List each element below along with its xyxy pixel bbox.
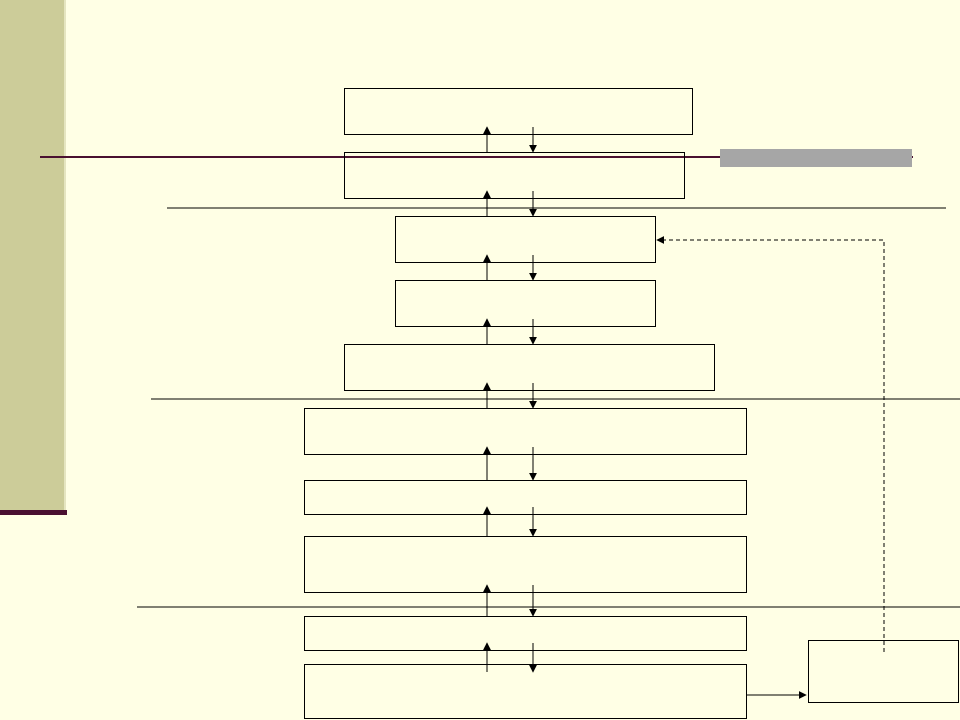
box-7 <box>304 480 747 515</box>
arrow-pairs <box>483 126 537 673</box>
box-9 <box>304 616 747 651</box>
side-box <box>808 640 959 703</box>
box-8 <box>304 536 747 593</box>
box-10 <box>304 664 747 719</box>
box-3 <box>395 216 656 263</box>
highlight-bar <box>720 149 912 167</box>
box-1 <box>344 88 693 135</box>
feedback-dashed-arrow <box>656 236 885 652</box>
box-5 <box>344 344 715 391</box>
box-2 <box>344 152 685 199</box>
sidebar-panel <box>0 0 66 510</box>
sidebar-accent-bar <box>0 510 67 515</box>
box-4 <box>395 280 656 327</box>
box-6 <box>304 408 747 455</box>
